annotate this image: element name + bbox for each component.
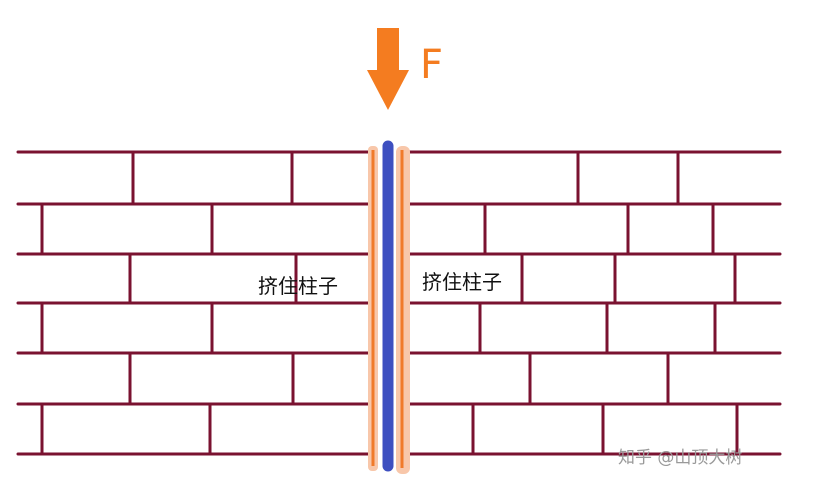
force-arrow: [367, 28, 409, 110]
force-arrow-shaft: [377, 28, 399, 72]
watermark-text: 知乎 @山顶大树: [618, 448, 742, 468]
force-label: F: [420, 42, 443, 88]
label-left-squeeze: 挤住柱子: [258, 274, 338, 298]
pole: [368, 140, 410, 474]
brick-wall: [16, 150, 782, 456]
force-arrow-head: [367, 70, 409, 110]
label-right-squeeze: 挤住柱子: [422, 270, 502, 294]
